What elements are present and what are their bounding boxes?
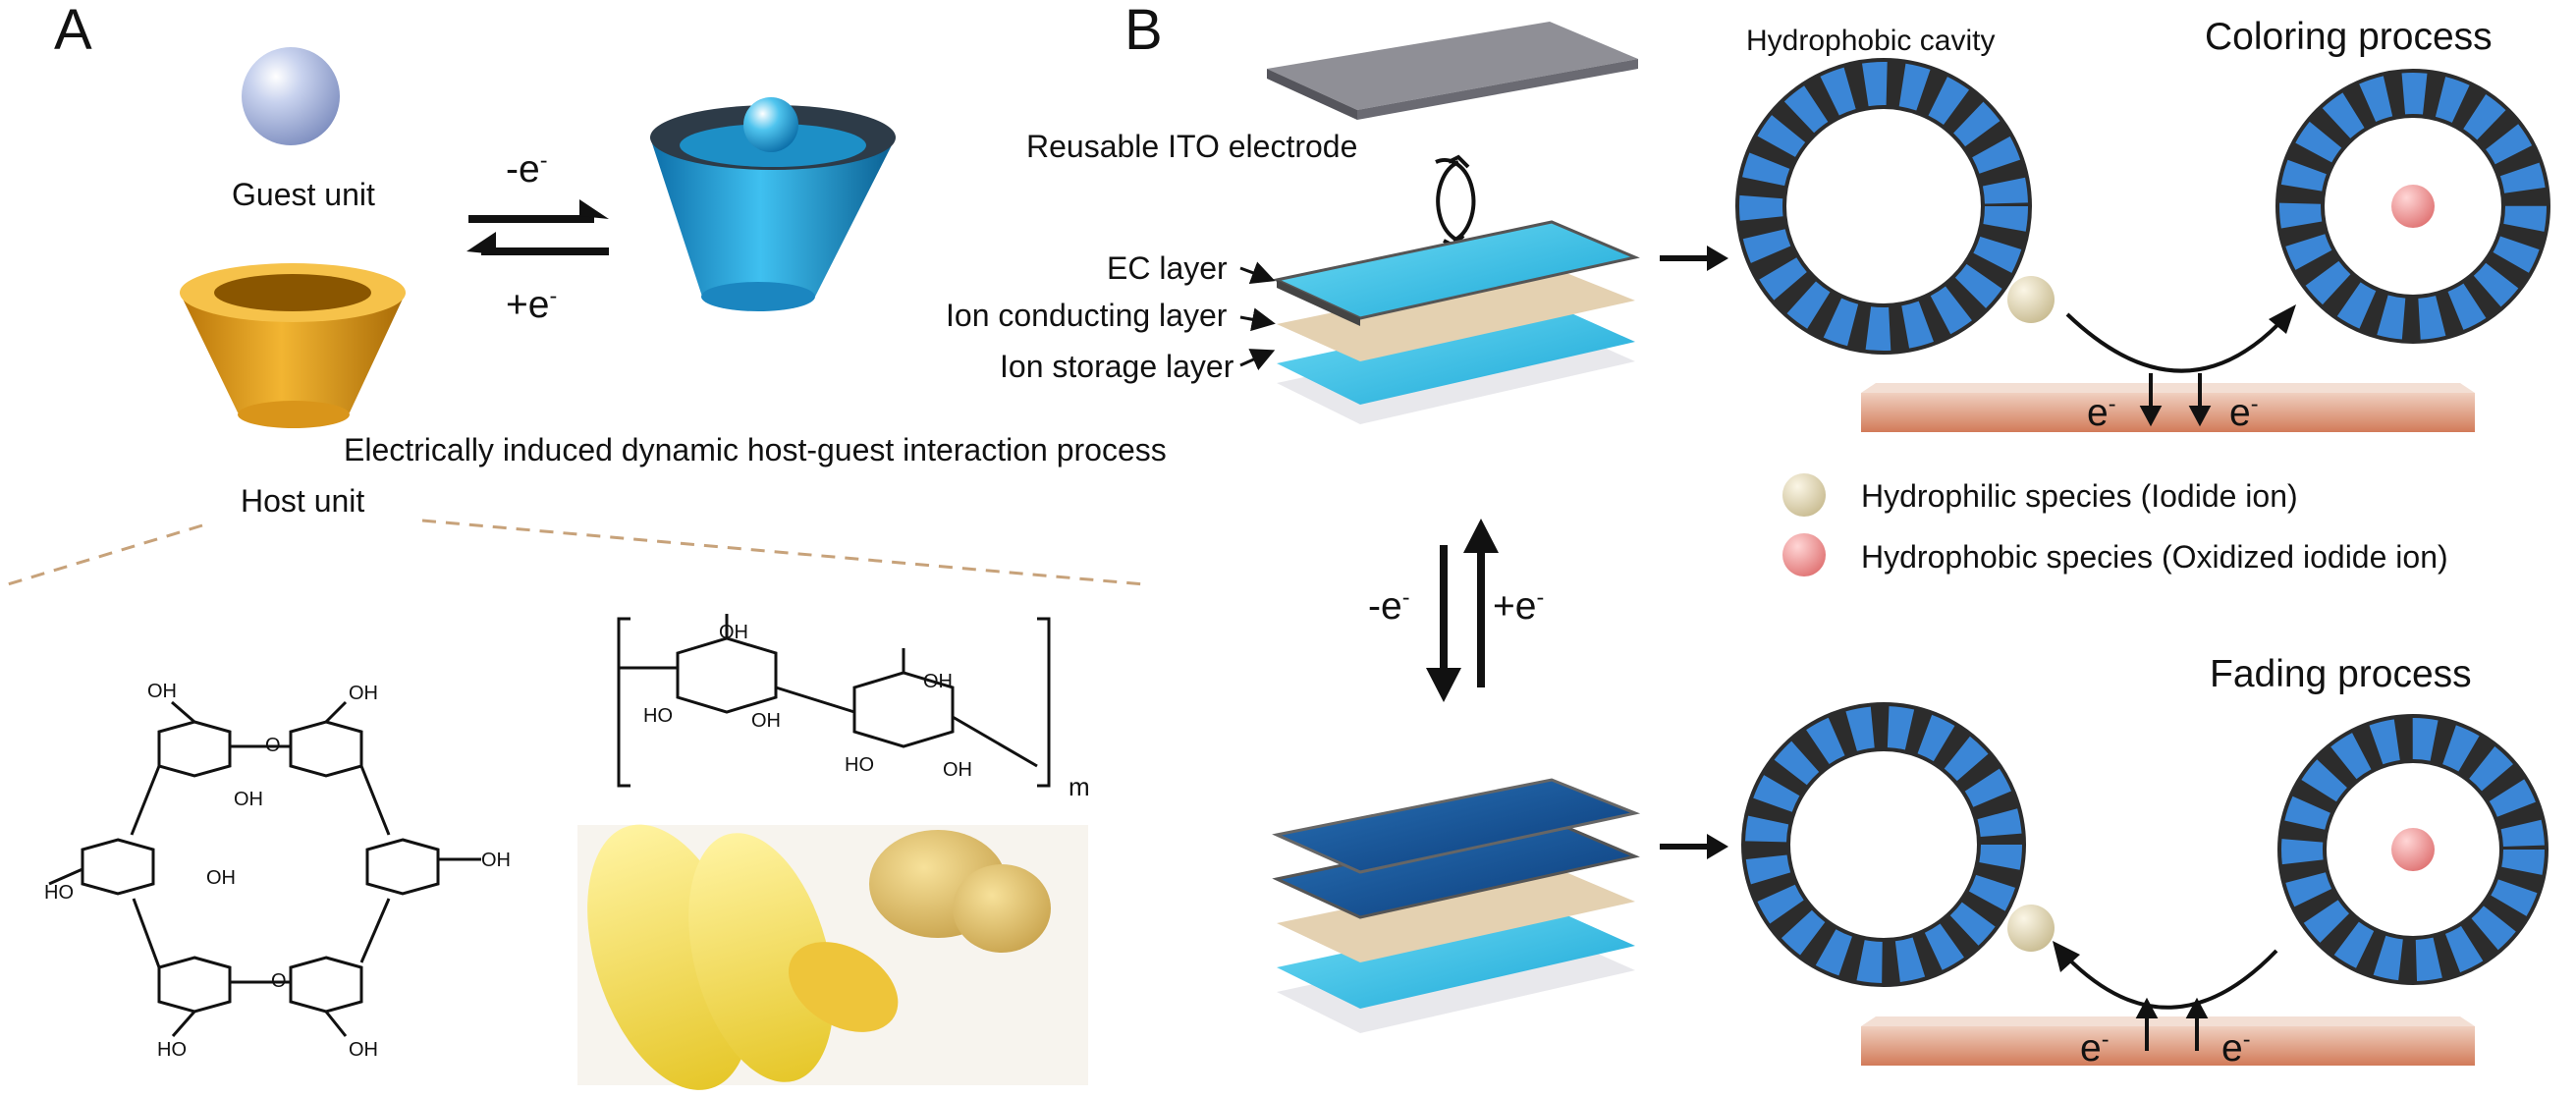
cyclodextrin-structure bbox=[48, 700, 481, 1037]
legend-hydrophobic-label: Hydrophobic species (Oxidized iodide ion… bbox=[1861, 539, 2448, 575]
ho-label: HO bbox=[845, 754, 874, 776]
cyclodextrin-ring-fading-left bbox=[1741, 702, 2026, 987]
oh-label: OH bbox=[349, 683, 378, 704]
oh-label: OH bbox=[943, 759, 972, 781]
minus-electron-label-b: -e- bbox=[1368, 584, 1410, 628]
vertical-reversible-arrow-icon bbox=[1426, 519, 1499, 702]
host-unit-cone bbox=[180, 263, 406, 428]
cyclodextrin-ring-coloring-right bbox=[2275, 69, 2550, 344]
host-guest-complex bbox=[650, 97, 896, 311]
ho-label: HO bbox=[643, 705, 673, 727]
ito-electrode-plate bbox=[1267, 22, 1638, 120]
coloring-process-title: Coloring process bbox=[2205, 16, 2493, 58]
polymer-repeat-label: m bbox=[1069, 772, 1090, 801]
guest-unit-sphere bbox=[242, 47, 340, 145]
oh-label: OH bbox=[719, 622, 748, 643]
oh-label: OH bbox=[481, 850, 511, 871]
oh-label: OH bbox=[751, 710, 781, 732]
reversible-arrow-icon bbox=[466, 199, 609, 255]
right-arrow-icons bbox=[1660, 246, 1728, 859]
cyclodextrin-oh-labels: OH OH OH OH OH OH HO HO O O bbox=[44, 681, 511, 1061]
electron-label: e- bbox=[2221, 1026, 2251, 1070]
oh-label: OH bbox=[147, 681, 177, 702]
plus-electron-label-a: +e- bbox=[506, 283, 558, 326]
amylose-labels: OH HO OH OH HO OH m bbox=[643, 622, 1090, 801]
legend-hydrophobic-swatch bbox=[1782, 533, 1826, 576]
guest-unit-label: Guest unit bbox=[232, 177, 375, 212]
fading-arrow-head bbox=[2053, 941, 2080, 972]
oh-label: OH bbox=[923, 671, 953, 692]
ec-device-stack-bleached bbox=[1272, 220, 1640, 424]
legend-hydrophilic-swatch bbox=[1782, 473, 1826, 517]
electrode-fading bbox=[1861, 1016, 2475, 1066]
hydrophilic-ion-ball bbox=[2007, 276, 2055, 323]
coloring-arrow-head bbox=[2269, 304, 2296, 334]
electron-label: e- bbox=[2087, 391, 2116, 434]
electron-transfer-arrows-coloring bbox=[2139, 373, 2212, 427]
panel-label-a: A bbox=[54, 0, 92, 62]
legend-hydrophilic-label: Hydrophilic species (Iodide ion) bbox=[1861, 478, 2298, 514]
oh-label: OH bbox=[234, 789, 263, 810]
panel-label-b: B bbox=[1124, 0, 1163, 62]
hydrophilic-ion-ball bbox=[2007, 905, 2055, 952]
oh-label: OH bbox=[349, 1039, 378, 1061]
amylose-structure bbox=[617, 614, 1051, 788]
electron-label: e- bbox=[2080, 1026, 2110, 1070]
layer-pointer-arrows bbox=[1239, 261, 1276, 371]
ec-device-stack-colored bbox=[1272, 778, 1641, 1033]
plus-electron-label-b: +e- bbox=[1493, 584, 1545, 628]
host-unit-label: Host unit bbox=[241, 483, 365, 519]
ion-conducting-layer-label: Ion conducting layer bbox=[946, 298, 1228, 333]
fading-process-title: Fading process bbox=[2210, 653, 2472, 695]
hydrophobic-cavity-label: Hydrophobic cavity bbox=[1746, 25, 1996, 57]
cyclodextrin-ring-coloring-left bbox=[1735, 58, 2032, 355]
ion-storage-layer-label: Ion storage layer bbox=[1000, 349, 1234, 384]
ho-label: HO bbox=[157, 1039, 187, 1061]
electrode-coloring bbox=[1861, 383, 2475, 432]
ec-layer-label: EC layer bbox=[1107, 250, 1228, 286]
electron-label: e- bbox=[2229, 391, 2259, 434]
oh-label: OH bbox=[206, 867, 236, 889]
process-caption: Electrically induced dynamic host-guest … bbox=[344, 432, 1167, 467]
o-label: O bbox=[265, 735, 281, 756]
coloring-curved-arrow bbox=[2065, 312, 2280, 373]
fading-curved-arrow bbox=[2065, 949, 2278, 1010]
dashed-guide-lines bbox=[7, 519, 1145, 586]
ho-label: HO bbox=[44, 882, 74, 904]
reusable-ito-label: Reusable ITO electrode bbox=[1026, 129, 1358, 164]
o-label: O bbox=[271, 970, 287, 992]
exchange-arrows-icon bbox=[1435, 154, 1476, 248]
minus-electron-label-a: -e- bbox=[506, 147, 548, 191]
corn-and-potatoes-photo bbox=[577, 824, 1088, 1090]
electron-transfer-arrows-fading bbox=[2135, 997, 2209, 1051]
cyclodextrin-ring-fading-right bbox=[2277, 714, 2549, 985]
